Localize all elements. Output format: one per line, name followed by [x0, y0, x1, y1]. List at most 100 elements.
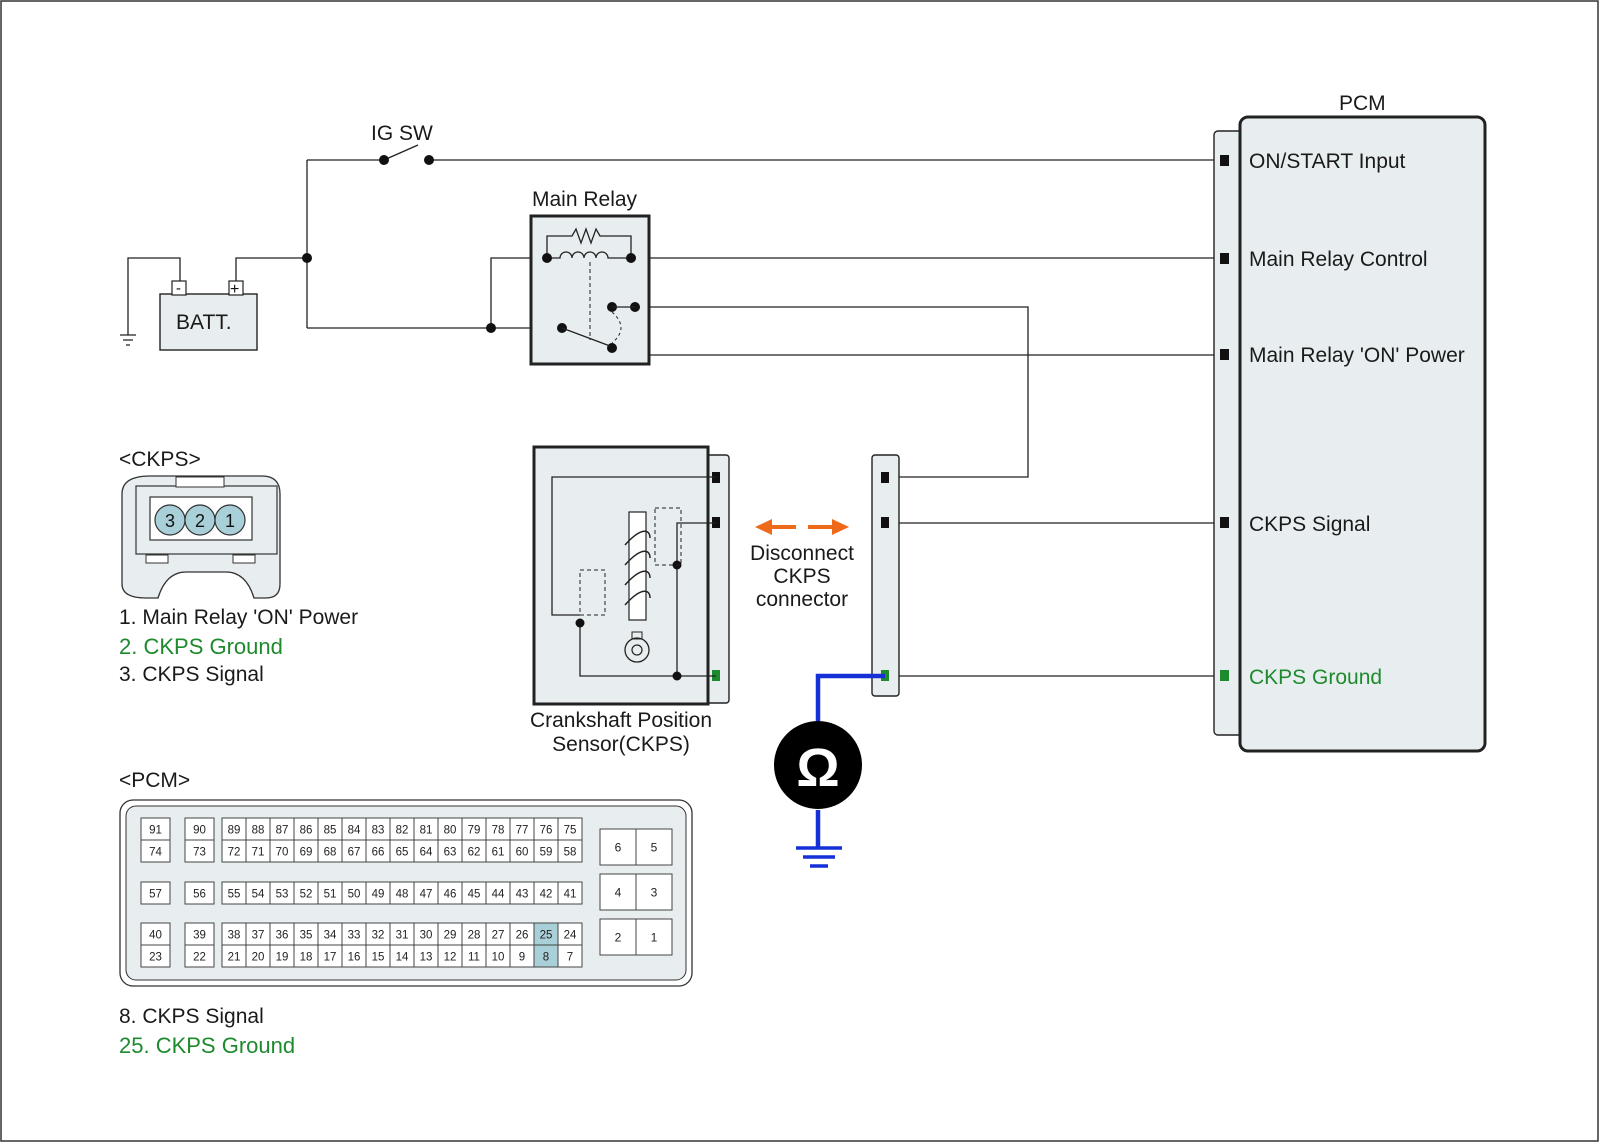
disconnect-label-line3: connector — [756, 588, 848, 611]
pcm-pin-number: 79 — [468, 825, 481, 837]
pcm-pin-number: 24 — [564, 930, 577, 942]
pcm-pin-number: 21 — [228, 952, 241, 964]
pcm-pin-number: 25 — [540, 930, 553, 942]
ckps-pin-1: 1 — [225, 511, 235, 531]
pcm-pin-number: 37 — [252, 930, 265, 942]
pcm-pin-number: 42 — [540, 889, 553, 901]
ckps-pin-3: 3 — [165, 511, 175, 531]
pcm-pin-number: 64 — [420, 847, 433, 859]
pcm-legend-2: 25. CKPS Ground — [119, 1033, 295, 1058]
pcm-title: PCM — [1339, 92, 1386, 115]
pcm-pin-number: 5 — [651, 841, 658, 855]
pcm-pin-number: 89 — [228, 825, 241, 837]
pcm-pin-number: 85 — [324, 825, 337, 837]
pcm-pin-number: 7 — [567, 952, 573, 964]
pcm-pin-number: 77 — [516, 825, 529, 837]
pcm-pin-number: 67 — [348, 847, 361, 859]
pcm-pin-number: 69 — [300, 847, 313, 859]
pcm-pin-number: 73 — [193, 847, 206, 859]
pcm-pin-number: 33 — [348, 930, 361, 942]
pcm-pin-number: 26 — [516, 930, 529, 942]
pcm-pin-number: 87 — [276, 825, 289, 837]
pcm-pin-number: 6 — [615, 841, 622, 855]
pcm-pin-number: 15 — [372, 952, 385, 964]
ohmmeter: Ω — [774, 673, 885, 868]
pcm-pin-number: 75 — [564, 825, 577, 837]
pcm-pin-number: 68 — [324, 847, 337, 859]
pcm-pin-number: 58 — [564, 847, 577, 859]
pcm-pin-number: 35 — [300, 930, 313, 942]
ckps-legend-2: 2. CKPS Ground — [119, 634, 283, 659]
pcm-pin-on-start: ON/START Input — [1249, 150, 1406, 173]
pcm-pin-number: 36 — [276, 930, 289, 942]
pcm-pin-number: 71 — [252, 847, 265, 859]
pcm-pin-number: 59 — [540, 847, 553, 859]
pcm-pin-number: 45 — [468, 889, 481, 901]
pcm-pin-cell — [140, 944, 171, 968]
pcm-pin-number: 10 — [492, 952, 505, 964]
harness-connector — [871, 454, 900, 697]
pcm-pin-number: 23 — [149, 952, 162, 964]
pcm-pin-cell — [635, 873, 673, 911]
ig-sw-contact-left — [379, 155, 389, 165]
pcm-pin-number: 53 — [276, 889, 289, 901]
pcm-pin-number: 62 — [468, 847, 481, 859]
pcm-pin-number: 51 — [324, 889, 337, 901]
ckps-pin-2: 2 — [195, 511, 205, 531]
pcm-pin-number: 31 — [396, 930, 409, 942]
pcm-pin-number: 84 — [348, 825, 361, 837]
pcm-pin-number: 46 — [444, 889, 457, 901]
pcm-pin-number: 82 — [396, 825, 409, 837]
pcm-pin-number: 30 — [420, 930, 433, 942]
ig-sw-label: IG SW — [371, 122, 433, 145]
pcm-pin-number: 56 — [193, 889, 206, 901]
pcm-pin-cell — [140, 839, 171, 863]
pcm-pin-number: 52 — [300, 889, 313, 901]
pcm-pin-number: 78 — [492, 825, 505, 837]
battery-minus: - — [176, 280, 181, 297]
ckps-connector-view: <CKPS> 3 2 1 1. Main Relay 'ON' Power 2.… — [119, 448, 358, 686]
pcm-pin-number: 8 — [543, 952, 549, 964]
pcm-pin-cell — [184, 881, 215, 905]
pcm-pin-number: 14 — [396, 952, 409, 964]
pcm-pin-number: 29 — [444, 930, 457, 942]
pcm-pin-number: 18 — [300, 952, 313, 964]
pcm-pin-cell — [557, 839, 583, 863]
pcm-pin-number: 61 — [492, 847, 505, 859]
pcm-pin-main-relay-on-power: Main Relay 'ON' Power — [1249, 344, 1465, 367]
pcm-pin-number: 55 — [228, 889, 241, 901]
pcm-pin-number: 72 — [228, 847, 241, 859]
battery-plus: + — [230, 281, 239, 298]
junction-dot — [302, 253, 312, 263]
sensor-label-line1: Crankshaft Position — [530, 709, 712, 732]
pcm-pin-number: 16 — [348, 952, 361, 964]
pcm-pin-number: 50 — [348, 889, 361, 901]
ckps-legend-3: 3. CKPS Signal — [119, 663, 264, 686]
disconnect-label-line1: Disconnect — [750, 542, 854, 565]
pcm-legend-1: 8. CKPS Signal — [119, 1005, 264, 1028]
pcm-pin-number: 49 — [372, 889, 385, 901]
pcm-pin-number: 54 — [252, 889, 265, 901]
pcm-pin-cell — [557, 944, 583, 968]
pcm-pin-number: 86 — [300, 825, 313, 837]
arrow-right-icon — [832, 519, 849, 535]
pcm-pin-number: 1 — [651, 931, 658, 945]
arrow-left-icon — [755, 519, 772, 535]
pcm-pin-number: 91 — [149, 825, 162, 837]
pcm-pin-number: 80 — [444, 825, 457, 837]
crankshaft-position-sensor: Crankshaft Position Sensor(CKPS) — [530, 445, 730, 756]
junction-dot-2 — [486, 323, 496, 333]
pcm-pin-cell — [635, 918, 673, 956]
pcm-pin-cell — [557, 881, 583, 905]
pcm-pin-number: 4 — [615, 886, 622, 900]
ckps-connector-title: <CKPS> — [119, 448, 201, 471]
sensor-label-line2: Sensor(CKPS) — [552, 733, 690, 756]
pcm-pin-number: 48 — [396, 889, 409, 901]
pcm-pin-cell — [599, 828, 637, 866]
pcm-pin-number: 17 — [324, 952, 337, 964]
harness-connector-body — [871, 454, 900, 697]
sensor-body — [532, 445, 710, 706]
